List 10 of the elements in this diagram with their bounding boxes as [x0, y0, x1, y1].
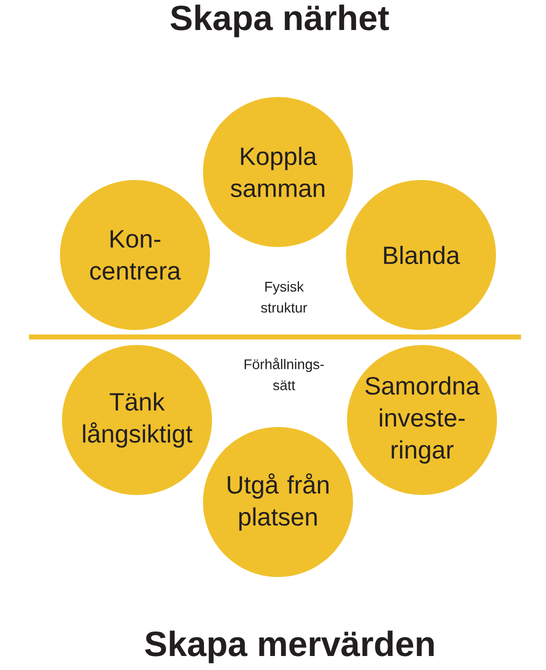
title: Skapa närhet: [170, 4, 389, 38]
circle-node: Samordna investe- ringar: [347, 345, 497, 495]
circle-node: Utgå från platsen: [203, 427, 353, 577]
circle-node: Blanda: [346, 180, 496, 330]
section-label: Förhållnings- sätt: [244, 358, 324, 390]
circle-node: Kon- centrera: [60, 180, 210, 330]
circle-node: Koppla samman: [203, 97, 353, 247]
circle-node: Tänk långsiktigt: [62, 345, 212, 495]
caption: Skapa mervärden: [145, 630, 434, 664]
section-label: Fysisk struktur: [261, 281, 308, 313]
